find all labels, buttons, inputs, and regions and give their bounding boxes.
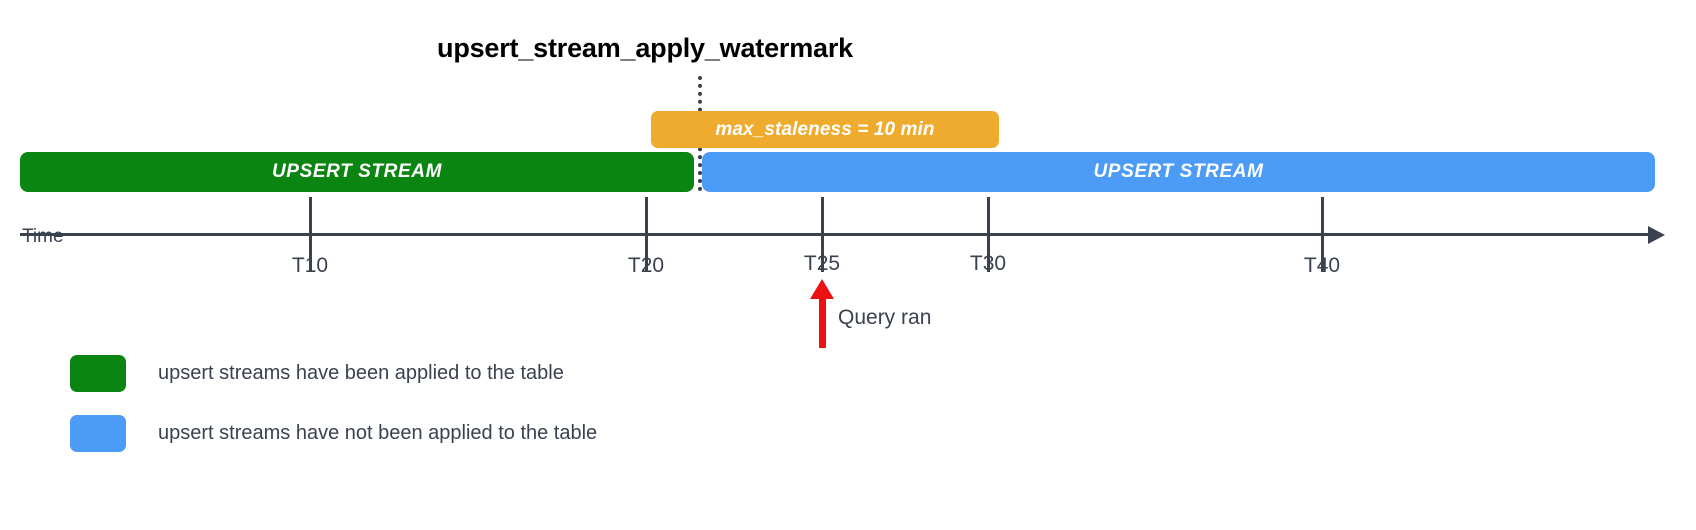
max-staleness-label: max_staleness = 10 min [715,118,935,140]
upsert-stream-pending-label: UPSERT STREAM [1093,161,1264,182]
query-ran-label: Query ran [838,306,932,329]
time-axis-line [20,233,1658,236]
tick-t40 [1321,197,1324,272]
legend: upsert streams have been applied to the … [70,354,597,474]
legend-swatch-green [70,354,126,392]
tick-label-t40: T40 [1303,254,1341,277]
max-staleness-badge: max_staleness = 10 min [651,111,999,148]
tick-label-t25: T25 [803,252,841,275]
page-title: upsert_stream_apply_watermark [437,33,853,63]
tick-t30 [987,197,990,272]
upsert-stream-applied-label: UPSERT STREAM [271,161,443,182]
tick-t10 [309,197,312,272]
time-axis-arrow-icon [1648,226,1665,244]
legend-item-not-applied: upsert streams have not been applied to … [70,414,597,452]
upsert-stream-pending-bar: UPSERT STREAM [702,152,1655,192]
tick-label-t20: T20 [627,254,665,277]
tick-label-t30: T30 [969,252,1007,275]
time-axis-label: Time [22,226,64,247]
tick-label-t10: T10 [291,254,329,277]
legend-label-not-applied: upsert streams have not been applied to … [158,421,598,444]
query-ran-arrow-shaft [819,297,826,348]
legend-swatch-blue [70,414,126,452]
legend-label-applied: upsert streams have been applied to the … [158,361,564,384]
tick-t20 [645,197,648,272]
legend-item-applied: upsert streams have been applied to the … [70,354,597,392]
query-ran-arrow-icon [810,279,834,299]
tick-t25 [821,197,824,272]
upsert-stream-applied-bar: UPSERT STREAM [20,152,694,192]
